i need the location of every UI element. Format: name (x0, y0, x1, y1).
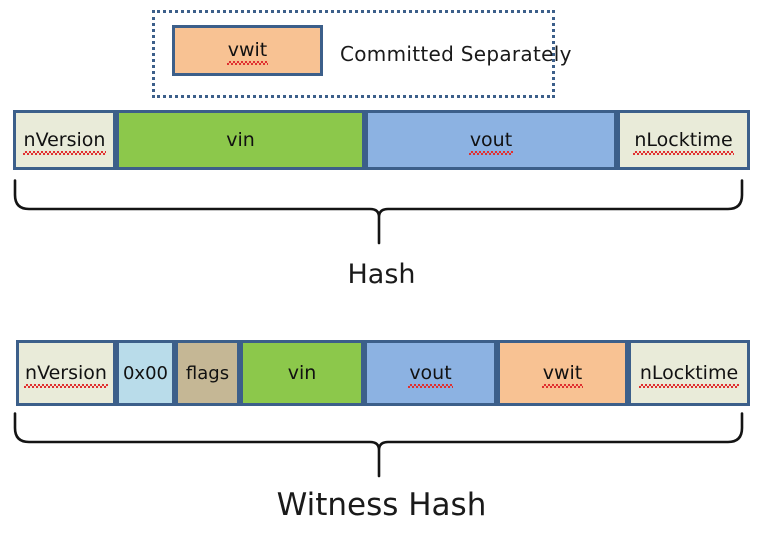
witness-label-nversion: nVersion (24, 361, 108, 388)
witness-label-nlocktime: nLocktime (638, 361, 740, 388)
committed-separately-note: Committed Separately (340, 42, 572, 66)
witness-label-vout: vout (408, 361, 454, 388)
tx-field-nversion: nVersion (13, 110, 116, 170)
witness-field-vwit: vwit (497, 340, 628, 406)
tx-label-vout: vout (468, 128, 514, 155)
witness-field-vout: vout (364, 340, 497, 406)
witness-label-vwit: vwit (541, 361, 583, 388)
hash-brace (13, 179, 744, 245)
tx-field-nlocktime: nLocktime (617, 110, 750, 170)
tx-field-vin: vin (116, 110, 365, 170)
hash-caption: Hash (347, 259, 416, 290)
tx-label-nlocktime: nLocktime (633, 128, 734, 155)
witness-label-vin: vin (287, 362, 317, 384)
witness-label-0x00: 0x00 (122, 362, 168, 384)
witness-field-0x00: 0x00 (116, 340, 175, 406)
committed-vwit-box: vwit (172, 25, 323, 76)
tx-label-vin: vin (226, 129, 255, 151)
committed-vwit-label: vwit (226, 39, 268, 65)
witness-field-vin: vin (240, 340, 364, 406)
tx-field-vout: vout (365, 110, 617, 170)
witness-field-flags: flags (175, 340, 240, 406)
witness-field-nversion: nVersion (16, 340, 116, 406)
witness-label-flags: flags (185, 362, 230, 384)
witness-hash-caption: Witness Hash (276, 487, 487, 523)
witness-field-nlocktime: nLocktime (628, 340, 750, 406)
tx-label-nversion: nVersion (22, 128, 107, 155)
witness-hash-brace (13, 412, 744, 478)
